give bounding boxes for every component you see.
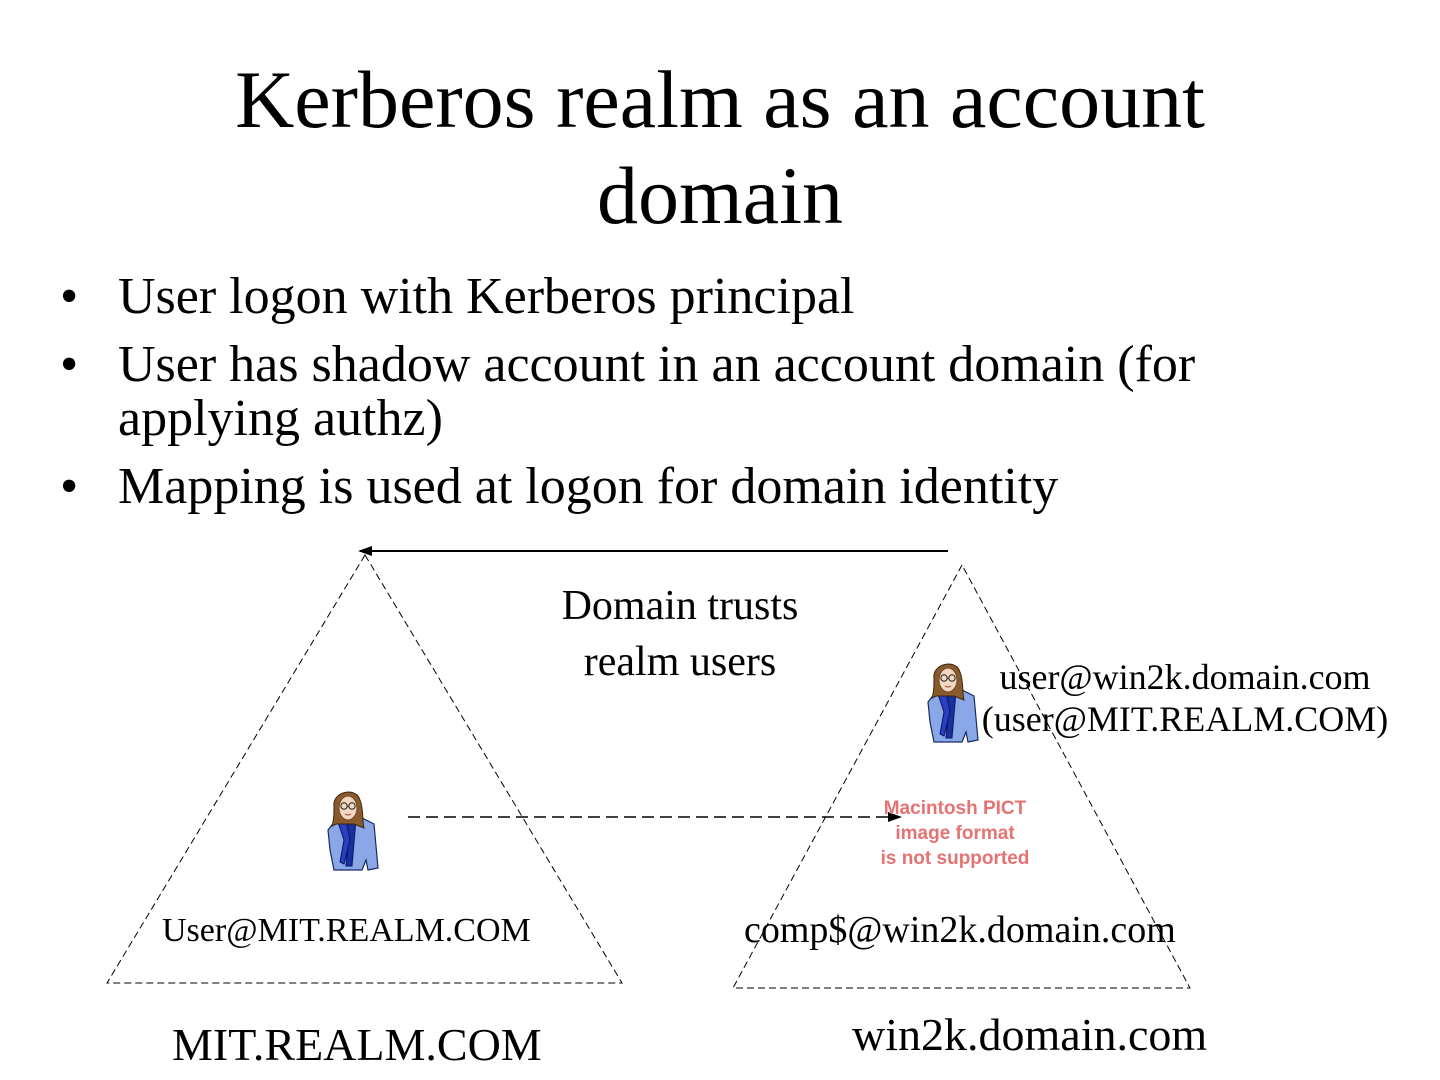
bullet-marker: • (60, 458, 79, 515)
bullet-item: • User logon with Kerberos principal (60, 270, 1390, 324)
slide-title-line2: domain (597, 150, 843, 241)
bullet-text: User has shadow account in an account do… (118, 336, 1196, 447)
bullet-marker: • (60, 336, 79, 393)
domain-triangle-right (732, 563, 1191, 989)
left-realm-name: MIT.REALM.COM (172, 1019, 542, 1070)
mapped-identity-line1: user@win2k.domain.com (999, 657, 1371, 697)
trust-label-line2: realm users (583, 639, 777, 685)
bullet-list: • User logon with Kerberos principal • U… (60, 270, 1390, 528)
bullet-text: User logon with Kerberos principal (118, 268, 855, 325)
right-domain-name: win2k.domain.com (852, 1009, 1208, 1060)
person-icon-right (927, 663, 979, 743)
bullet-item: • User has shadow account in an account … (60, 338, 1390, 446)
bullet-marker: • (60, 268, 79, 325)
mapped-identity-line2: (user@MIT.REALM.COM) (981, 699, 1389, 739)
pict-placeholder-line1: Macintosh PICT (883, 798, 1027, 819)
bullet-text: Mapping is used at logon for domain iden… (118, 458, 1059, 515)
slide-title: Kerberos realm as an account domain (0, 52, 1440, 244)
pict-placeholder-line3: is not supported (880, 848, 1030, 869)
mapped-identity-label: user@win2k.domain.com (user@MIT.REALM.CO… (980, 656, 1390, 740)
trust-label-line1: Domain trusts (561, 583, 799, 629)
person-icon-left (327, 791, 379, 871)
slide-title-line1: Kerberos realm as an account (235, 54, 1205, 145)
right-computer-account: comp$@win2k.domain.com (744, 909, 1176, 951)
pict-placeholder-line2: image format (895, 823, 1015, 844)
trust-label: Domain trusts realm users (545, 578, 815, 690)
left-user-principal: User@MIT.REALM.COM (162, 912, 531, 949)
pict-placeholder: Macintosh PICT image format is not suppo… (880, 796, 1030, 871)
bullet-item: • Mapping is used at logon for domain id… (60, 460, 1390, 514)
